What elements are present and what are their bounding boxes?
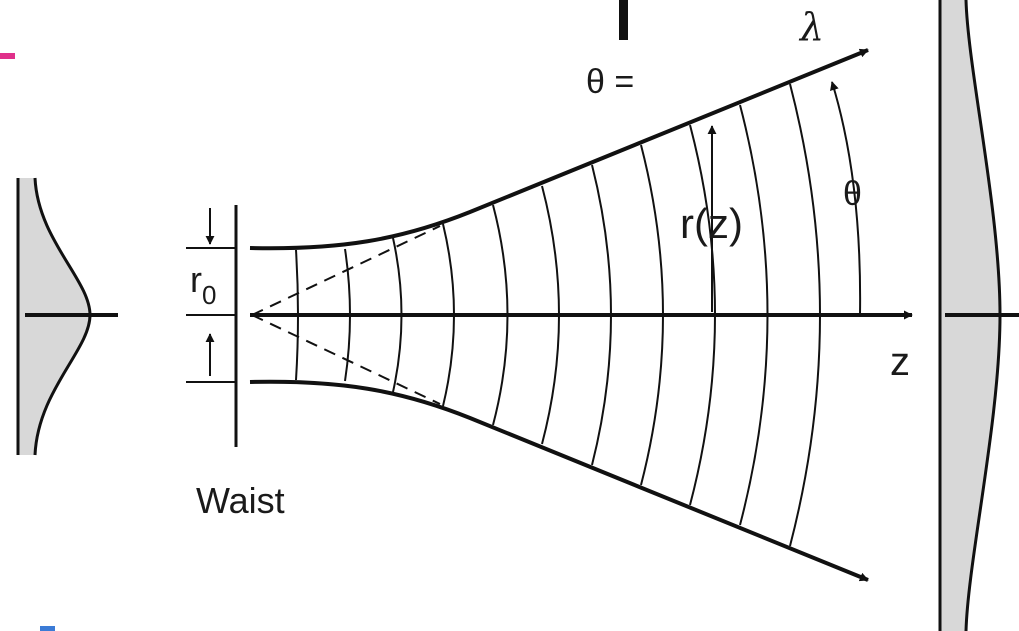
r0-label-subscript: 0 — [202, 280, 216, 310]
asymptote-lines — [251, 225, 441, 405]
theta-label: θ — [843, 175, 862, 213]
beam-envelope — [249, 48, 869, 582]
title-fragment — [619, 0, 628, 40]
r0-label: r0 — [190, 259, 216, 310]
lambda-label: λ — [798, 5, 824, 49]
blue-accent-bar — [40, 626, 55, 631]
pink-accent-bar — [0, 53, 15, 59]
r0-label-main: r — [190, 259, 202, 300]
theta-arc — [830, 81, 862, 316]
input-gaussian-profile-icon — [16, 177, 118, 456]
z-axis-label: z — [890, 340, 910, 384]
theta-equation-label: θ = — [586, 63, 634, 101]
r-z-label: r(z) — [680, 200, 743, 247]
r0-dimension — [186, 208, 236, 383]
waist-label: Waist — [196, 480, 285, 521]
output-gaussian-profile-icon — [938, 0, 1019, 631]
